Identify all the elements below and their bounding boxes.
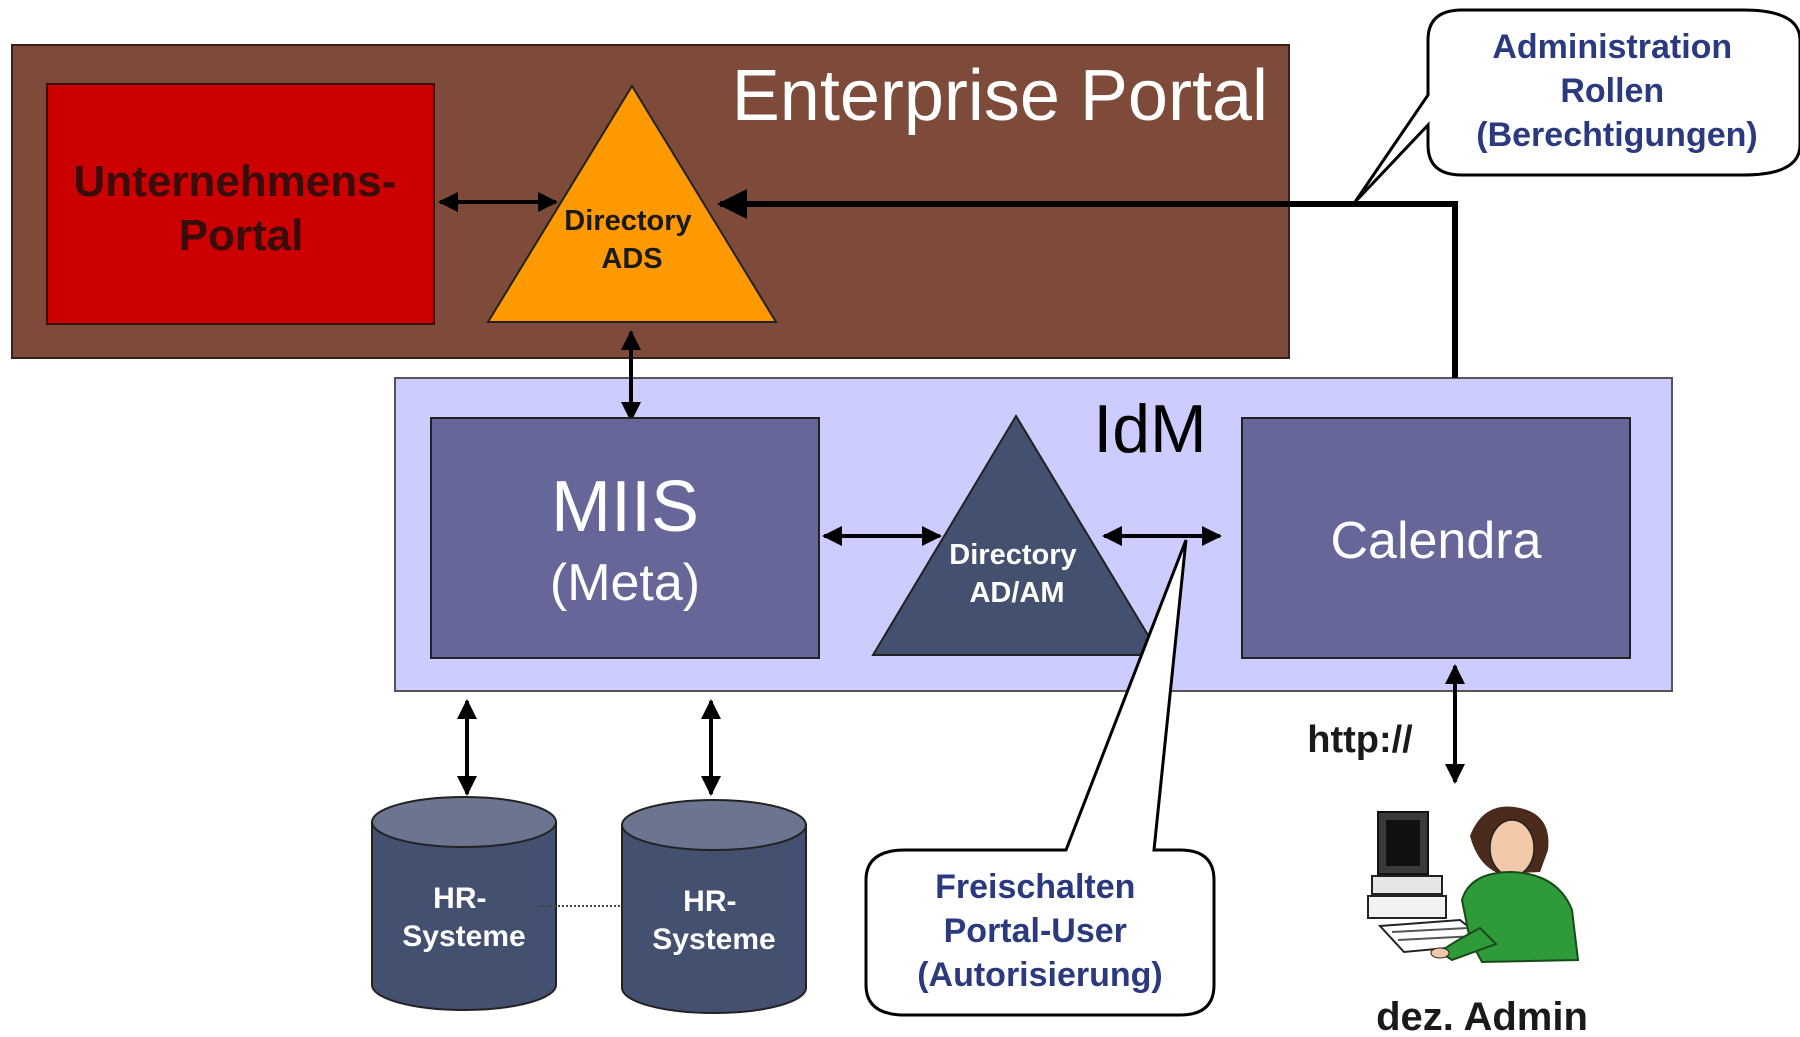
admin-label: dez. Admin [1376, 995, 1588, 1037]
http-label: http:// [1307, 719, 1413, 761]
directory-ads-label: Directory ADS [564, 205, 699, 275]
unternehmens-portal-box [46, 83, 435, 325]
miis-box [430, 417, 820, 659]
idm-title: IdM [1093, 391, 1206, 467]
admin-computer-icon [1367, 811, 1493, 954]
directory-adam-triangle [871, 414, 1162, 656]
admin-person-icon [1430, 806, 1580, 964]
enterprise-portal-title: Enterprise Portal [732, 56, 1268, 136]
freischalten-callout [864, 539, 1216, 1017]
directory-adam-label: Directory AD/AM [949, 539, 1084, 609]
miis-subtitle: (Meta) [550, 554, 700, 612]
miis-title: MIIS [551, 467, 699, 547]
svg-text:HR- Systeme: HR- Systeme [652, 885, 775, 956]
connector-calendra-ads [717, 189, 1458, 378]
administration-callout-text: Administration Rollen (Berechtigungen) [1476, 28, 1757, 154]
calendra-box [1241, 417, 1631, 659]
svg-text:HR- Systeme: HR- Systeme [402, 882, 525, 953]
calendra-label: Calendra [1330, 512, 1541, 570]
unternehmens-portal-label: Unternehmens- Portal [74, 157, 409, 260]
hr-system-2: HR- Systeme [621, 799, 807, 1014]
hr-system-1: HR- Systeme [371, 796, 557, 1011]
administration-callout [1353, 8, 1800, 204]
directory-ads-triangle [486, 84, 778, 323]
freischalten-callout-text: Freischalten Portal-User (Autorisierung) [917, 868, 1163, 994]
